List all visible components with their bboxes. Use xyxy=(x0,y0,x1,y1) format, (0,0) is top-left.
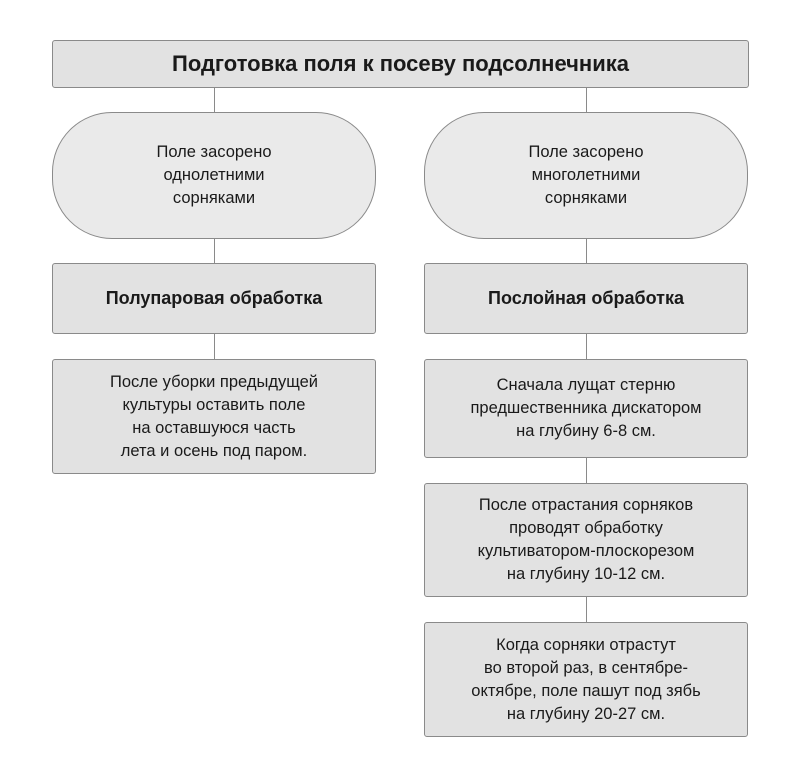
condition-perennial-weeds: Поле засорено многолетними сорняками xyxy=(424,112,748,239)
right-step-1: Сначала лущат стерню предшественника дис… xyxy=(424,359,748,458)
connector-title-right xyxy=(586,88,587,112)
connector-left-condition-method xyxy=(214,239,215,263)
condition-annual-weeds: Поле засорено однолетними сорняками xyxy=(52,112,376,239)
connector-right-step2-step3 xyxy=(586,597,587,622)
method-semi-fallow: Полупаровая обработка xyxy=(52,263,376,334)
left-step-1: После уборки предыдущей культуры оставит… xyxy=(52,359,376,474)
method-layered: Послойная обработка xyxy=(424,263,748,334)
connector-right-condition-method xyxy=(586,239,587,263)
connector-right-method-step1 xyxy=(586,334,587,359)
right-step-3: Когда сорняки отрастут во второй раз, в … xyxy=(424,622,748,737)
connector-left-method-step xyxy=(214,334,215,359)
connector-right-step1-step2 xyxy=(586,458,587,483)
right-step-2: После отрастания сорняков проводят обраб… xyxy=(424,483,748,597)
diagram-title: Подготовка поля к посеву подсолнечника xyxy=(52,40,749,88)
connector-title-left xyxy=(214,88,215,112)
